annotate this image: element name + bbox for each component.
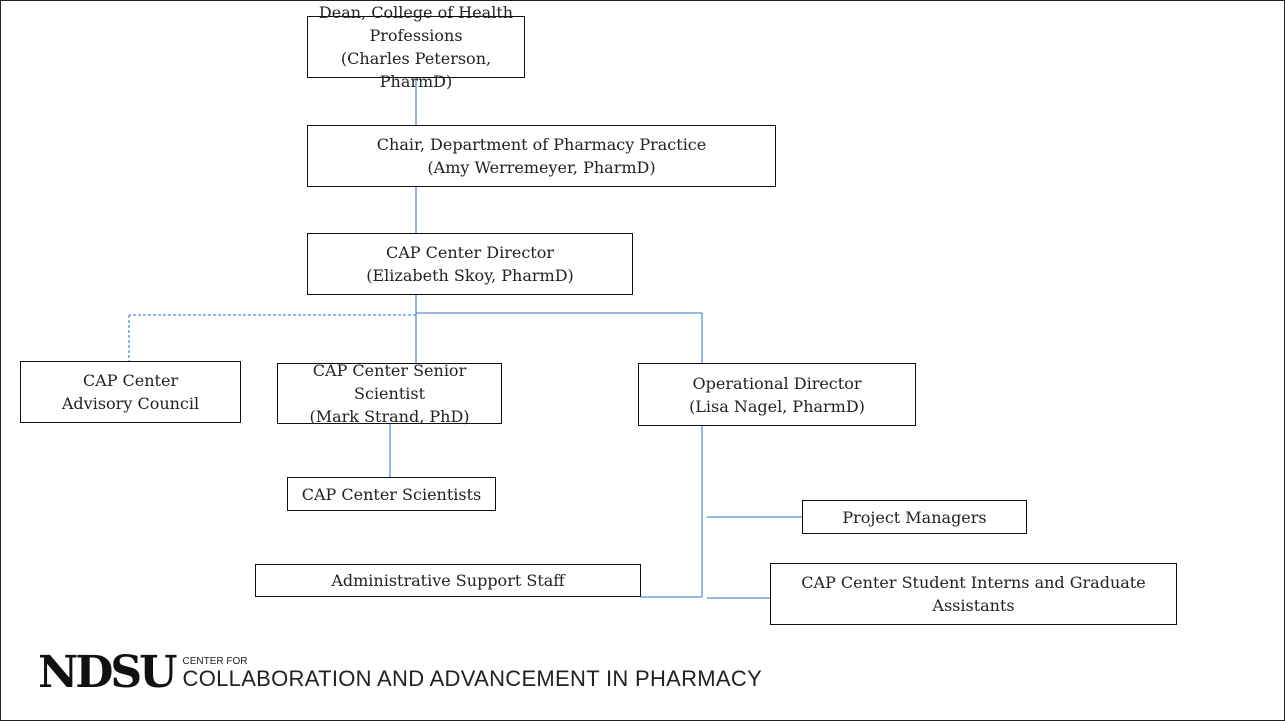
advisory-council-box: CAP Center Advisory Council <box>20 361 241 423</box>
director-box: CAP Center Director (Elizabeth Skoy, Pha… <box>307 233 633 295</box>
scientists-box: CAP Center Scientists <box>287 477 496 511</box>
interns-line2: Assistants <box>932 596 1015 615</box>
dean-title: Dean, College of Health Professions <box>318 3 514 45</box>
senior-scientist-name: (Mark Strand, PhD) <box>309 407 470 426</box>
chair-box: Chair, Department of Pharmacy Practice (… <box>307 125 776 187</box>
scientists-label: CAP Center Scientists <box>301 484 482 504</box>
admin-staff-box: Administrative Support Staff <box>255 564 641 597</box>
logo-big-text: COLLABORATION AND ADVANCEMENT IN PHARMAC… <box>182 666 763 691</box>
project-managers-label: Project Managers <box>842 507 987 527</box>
chair-title: Chair, Department of Pharmacy Practice <box>376 135 707 154</box>
logo-small-text: CENTER FOR <box>182 656 248 667</box>
director-title: CAP Center Director <box>385 243 555 262</box>
interns-box: CAP Center Student Interns and Graduate … <box>770 563 1177 625</box>
dean-name: (Charles Peterson, PharmD) <box>340 49 492 91</box>
project-managers-box: Project Managers <box>802 500 1027 534</box>
dean-box: Dean, College of Health Professions (Cha… <box>307 3 525 91</box>
operational-director-name: (Lisa Nagel, PharmD) <box>689 396 865 416</box>
senior-scientist-title: CAP Center Senior Scientist <box>312 361 467 403</box>
director-name: (Elizabeth Skoy, PharmD) <box>366 266 574 285</box>
operational-director-box: Operational Director (Lisa Nagel, PharmD… <box>638 363 916 426</box>
chair-name: (Amy Werremeyer, PharmD) <box>427 158 656 177</box>
advisory-line1: CAP Center <box>82 371 179 390</box>
logo-mark: NDSU <box>38 647 178 698</box>
advisory-line2: Advisory Council <box>61 394 200 413</box>
interns-line1: CAP Center Student Interns and Graduate <box>801 573 1146 592</box>
logo-text: CENTER FOR COLLABORATION AND ADVANCEMENT… <box>183 656 763 691</box>
senior-scientist-box: CAP Center Senior Scientist (Mark Strand… <box>277 361 502 426</box>
ndsu-logo: NDSU CENTER FOR COLLABORATION AND ADVANC… <box>38 647 763 698</box>
admin-staff-label: Administrative Support Staff <box>331 571 565 590</box>
operational-director-title: Operational Director <box>692 373 862 393</box>
